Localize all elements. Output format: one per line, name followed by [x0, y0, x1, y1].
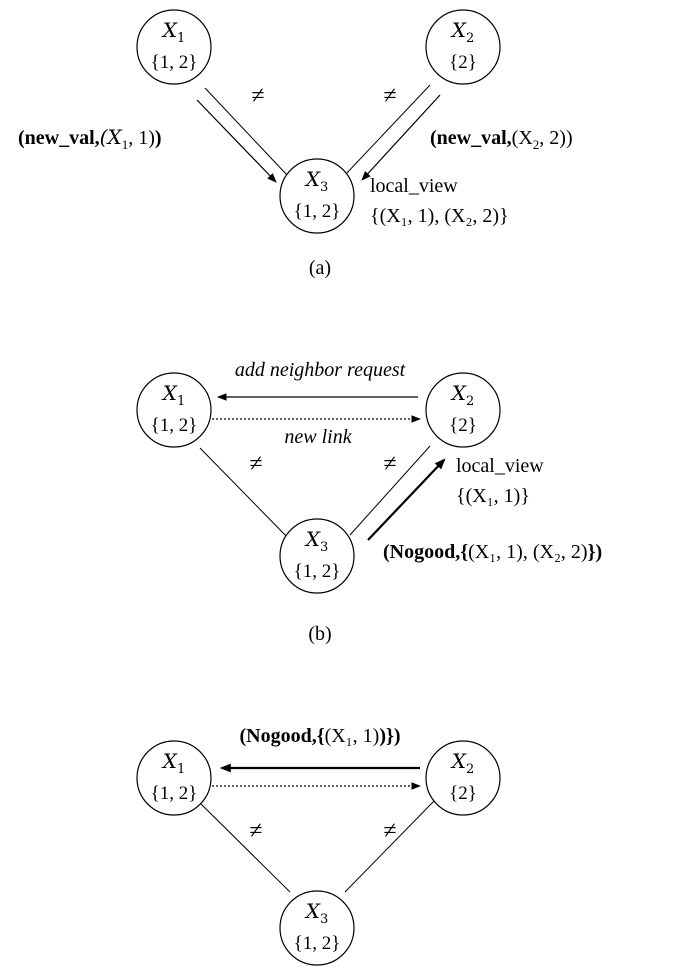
node-x3-a — [279, 158, 355, 234]
node-x1-a-domain: {1, 2} — [151, 52, 198, 73]
arrow-x3-to-x2-b — [367, 458, 446, 541]
panel-a: X1 {1, 2} X2 {2} X3 {1, 2} ≠ ≠ (new_val,… — [18, 9, 573, 279]
node-x1-b-domain: {1, 2} — [151, 415, 198, 436]
neq-symbol-right-c: ≠ — [383, 818, 396, 844]
label-new-link-b: new link — [284, 426, 352, 448]
node-x3-b-domain: {1, 2} — [294, 561, 341, 582]
node-x1-c-label: X1 — [161, 749, 186, 777]
msg-new-val-x1: (new_val,(X1, 1)) — [18, 125, 162, 152]
edge-x1-x3-c — [199, 802, 291, 893]
node-x2-b-domain: {2} — [449, 415, 477, 436]
arrow-x1-to-x3-a — [196, 99, 277, 183]
node-x3-a-domain: {1, 2} — [294, 201, 341, 222]
node-x2-c-label: X2 — [450, 749, 475, 777]
node-x2-b — [425, 372, 501, 448]
neq-symbol-left-b: ≠ — [249, 451, 262, 477]
local-view-value-a: {(X₁, 1), (X₂, 2)} — [370, 205, 509, 227]
node-x1-a — [136, 9, 212, 85]
node-x3-b — [279, 518, 355, 594]
node-x1-b-label: X1 — [161, 381, 186, 409]
caption-a: (a) — [309, 257, 331, 279]
node-x1-c-domain: {1, 2} — [151, 783, 198, 804]
node-x1-a-label: X1 — [161, 18, 186, 46]
node-x3-c-domain: {1, 2} — [294, 933, 341, 954]
caption-b: (b) — [308, 623, 331, 645]
node-x2-c-domain: {2} — [449, 783, 477, 804]
node-x3-a-label: X3 — [304, 167, 329, 195]
local-view-label-a: local_view — [370, 175, 458, 197]
arrow-x2-to-x3-a — [361, 94, 441, 181]
neq-symbol-right-a: ≠ — [383, 83, 396, 109]
node-x1-c — [136, 740, 212, 816]
edge-x2-x3-b — [349, 445, 431, 536]
edge-x1-x3-b — [199, 447, 291, 541]
local-view-value-b: {(X₁, 1)} — [456, 485, 530, 507]
msg-nogood-c: (Nogood,{(X₁, 1))}) — [239, 725, 400, 747]
panel-c: X1 {1, 2} X2 {2} X3 {1, 2} ≠ ≠ (Nogood,{… — [136, 725, 501, 966]
node-x2-b-label: X2 — [450, 381, 475, 409]
node-x2-a-domain: {2} — [449, 52, 477, 73]
node-x2-c — [425, 740, 501, 816]
neq-symbol-left-c: ≠ — [249, 818, 262, 844]
node-x3-c — [279, 890, 355, 966]
edge-x2-x3-c — [344, 799, 436, 893]
node-x2-a-label: X2 — [450, 18, 475, 46]
node-x3-b-label: X3 — [304, 527, 329, 555]
edge-x1-x3-a — [204, 87, 288, 176]
msg-new-val-x2: (new_val,(X2, 2)) — [430, 127, 573, 152]
node-x2-a — [425, 9, 501, 85]
local-view-label-b: local_view — [456, 455, 544, 477]
label-add-neighbor-request: add neighbor request — [235, 359, 406, 381]
node-x1-b — [136, 372, 212, 448]
edge-x2-x3-a — [344, 84, 431, 176]
neq-symbol-right-b: ≠ — [383, 451, 396, 477]
neq-symbol-left-a: ≠ — [251, 83, 264, 109]
node-x3-c-label: X3 — [304, 899, 329, 927]
panel-b: X1 {1, 2} X2 {2} X3 {1, 2} add neighbor … — [136, 359, 602, 645]
msg-nogood-b: (Nogood,{(X₁, 1), (X₂, 2)}) — [383, 541, 602, 563]
